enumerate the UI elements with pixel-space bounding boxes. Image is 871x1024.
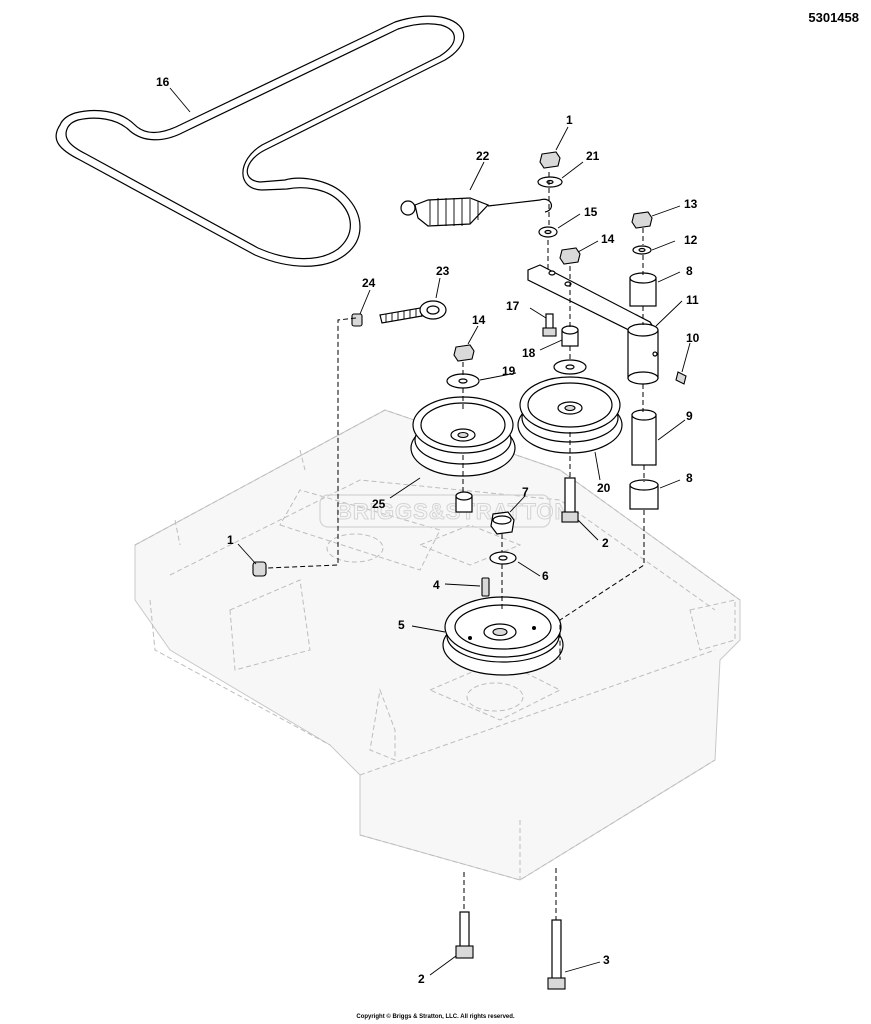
callout-label: 14	[472, 313, 486, 327]
washer-21	[537, 176, 563, 188]
pulley-spacer	[455, 491, 473, 513]
idler-pulley-20	[517, 376, 623, 454]
callout-label: 15	[584, 205, 598, 219]
lock-nut-24	[351, 313, 363, 327]
callout-label: 11	[686, 293, 699, 307]
callout-label: 22	[476, 149, 490, 163]
callout-label: 24	[362, 276, 376, 290]
document-id: 5301458	[808, 10, 859, 25]
spacer-18	[561, 325, 579, 347]
callout-label: 17	[506, 299, 520, 313]
callout-label: 18	[522, 346, 536, 360]
washer-12	[632, 245, 652, 255]
callout-label: 8	[686, 264, 693, 278]
washer-6	[489, 551, 517, 565]
callout-label: 25	[372, 497, 386, 511]
watermark: BRIGGS&STRATTON	[319, 494, 571, 528]
bushing-8-top	[629, 272, 657, 307]
hex-nut-13	[631, 211, 653, 229]
callout-label: 14	[601, 232, 615, 246]
callout-label: 1	[227, 533, 234, 547]
lock-nut-14-arm	[559, 247, 581, 265]
washer-19-right	[553, 359, 587, 375]
lock-nut-14-left	[453, 344, 475, 362]
callout-label: 6	[542, 569, 549, 583]
lock-nut-1-deck	[252, 561, 267, 577]
spacer-tube-9	[631, 409, 657, 466]
callout-label: 21	[586, 149, 600, 163]
bolt-3-lower	[547, 919, 566, 990]
hex-nut-7	[490, 511, 515, 535]
svg-text:BRIGGS&STRATTON: BRIGGS&STRATTON	[336, 499, 571, 524]
callout-label: 3	[603, 953, 610, 967]
callout-label: 9	[686, 409, 693, 423]
callout-label: 19	[502, 364, 516, 378]
lock-nut-1-top	[539, 151, 561, 169]
callout-label: 13	[684, 197, 698, 211]
bushing-8-bottom	[629, 479, 659, 510]
leader-lines	[169, 87, 691, 976]
callout-label: 16	[156, 75, 170, 89]
washer-15	[538, 226, 558, 238]
bolt-17	[542, 313, 557, 337]
callout-label: 4	[433, 578, 440, 592]
engine-pulley-5	[442, 596, 564, 676]
mower-deck-ghost	[134, 409, 741, 881]
callout-label: 8	[686, 471, 693, 485]
callout-label: 12	[684, 233, 698, 247]
eyebolt	[379, 300, 447, 324]
idler-arm	[527, 264, 659, 385]
grease-fitting	[675, 371, 687, 385]
callout-label: 1	[566, 113, 573, 127]
assembly-lines	[267, 172, 645, 920]
bolt-2-upper	[561, 477, 579, 523]
callout-label: 5	[398, 618, 405, 632]
callout-label: 10	[686, 331, 700, 345]
callout-label: 23	[436, 264, 450, 278]
drive-belt	[55, 15, 465, 267]
callout-label: 20	[597, 481, 611, 495]
callout-label: 7	[522, 485, 529, 499]
callout-label: 2	[602, 536, 609, 550]
washer-19-left	[446, 373, 480, 389]
callout-labels: 16 22 1 21 15 14 13 12 8 11 10 24 23 17 …	[156, 75, 700, 986]
bolt-2-lower	[455, 911, 474, 959]
copyright-notice: Copyright © Briggs & Stratton, LLC. All …	[356, 1014, 515, 1020]
idler-spring	[400, 197, 553, 227]
callout-label: 2	[418, 972, 425, 986]
key-4	[481, 577, 490, 597]
idler-pulley-25	[410, 396, 516, 477]
